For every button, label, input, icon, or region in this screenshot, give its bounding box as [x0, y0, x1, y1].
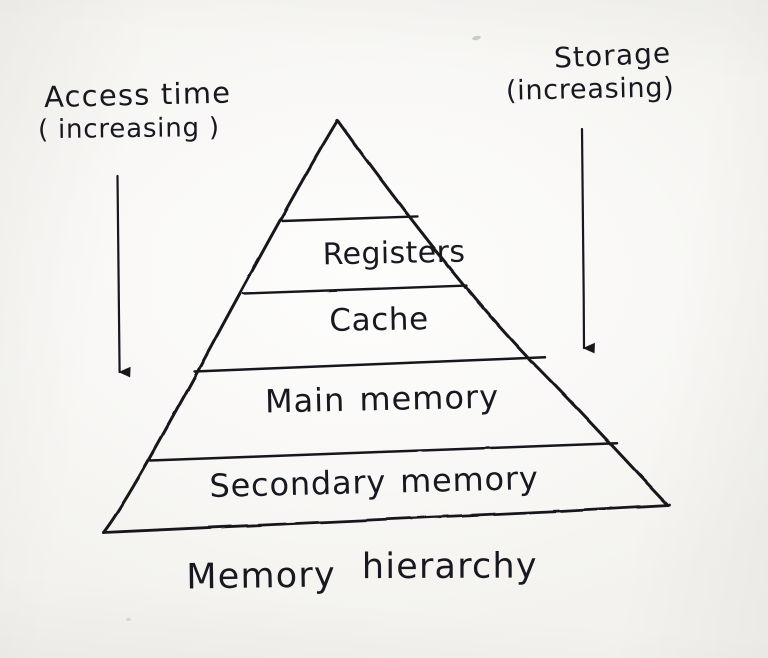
diagram-caption-word1: Memory	[186, 555, 337, 598]
storage-arrow	[580, 127, 595, 354]
storage-label-line2: (increasing)	[505, 72, 675, 107]
tier-divider-2	[241, 284, 468, 295]
tier-divider-3	[193, 356, 547, 373]
tier-divider-1	[281, 215, 419, 223]
tier-label-main-memory-word2: memory	[358, 377, 500, 419]
access-time-label-line2: ( increasing )	[37, 113, 220, 146]
access-time-label-line1: Access time	[43, 75, 232, 115]
tier-label-secondary-memory-word1: Secondary	[208, 462, 387, 506]
access-time-arrow	[116, 174, 131, 378]
tier-label-main-memory-word1: Main	[264, 380, 346, 421]
access-time-label: Access time ( increasing )	[37, 76, 232, 146]
diagram-caption-word2: hierarchy	[361, 546, 538, 588]
tier-label-secondary-memory-word2: memory	[399, 458, 540, 501]
tier-dividers	[148, 215, 619, 462]
tier-divider-4	[148, 441, 619, 462]
storage-label: Storage (increasing)	[505, 36, 675, 107]
